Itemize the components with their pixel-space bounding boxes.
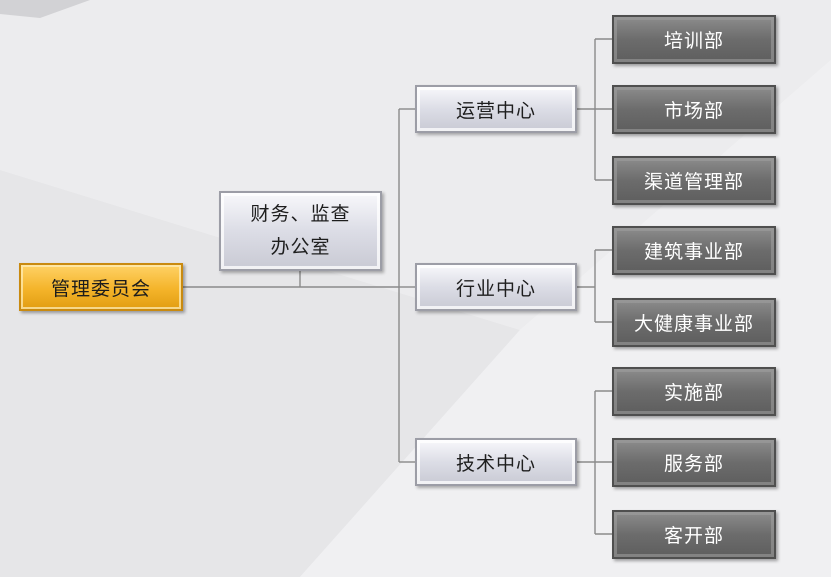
department-node-construction-business: 建筑事业部 — [612, 226, 776, 275]
center-node-technology: 技术中心 — [415, 438, 577, 486]
center-node-operations: 运营中心 — [415, 85, 577, 133]
department-node-implementation: 实施部 — [612, 367, 776, 416]
department-label: 实施部 — [663, 382, 724, 404]
staff-node-line1: 财务、监查 — [250, 203, 351, 225]
center-node-label: 行业中心 — [455, 277, 536, 300]
staff-node-line2: 办公室 — [270, 236, 331, 258]
department-node-service: 服务部 — [612, 438, 776, 487]
center-node-industry: 行业中心 — [415, 263, 577, 311]
department-label: 培训部 — [663, 30, 724, 52]
department-node-health-business: 大健康事业部 — [612, 298, 776, 347]
center-node-label: 运营中心 — [455, 99, 536, 122]
root-node-management-committee: 管理委员会 — [19, 263, 183, 311]
root-node-label: 管理委员会 — [50, 277, 151, 300]
department-node-custom-development: 客开部 — [612, 510, 776, 559]
department-label: 市场部 — [663, 100, 724, 122]
staff-node-finance-audit-office: 财务、监查 办公室 — [219, 191, 382, 271]
department-label: 客开部 — [663, 525, 724, 547]
department-node-training: 培训部 — [612, 15, 776, 64]
department-node-marketing: 市场部 — [612, 85, 776, 134]
center-node-label: 技术中心 — [455, 452, 536, 475]
department-label: 建筑事业部 — [643, 241, 744, 263]
department-node-channel-management: 渠道管理部 — [612, 156, 776, 205]
department-label: 服务部 — [663, 453, 724, 475]
department-label: 渠道管理部 — [643, 171, 744, 193]
department-label: 大健康事业部 — [633, 313, 754, 335]
